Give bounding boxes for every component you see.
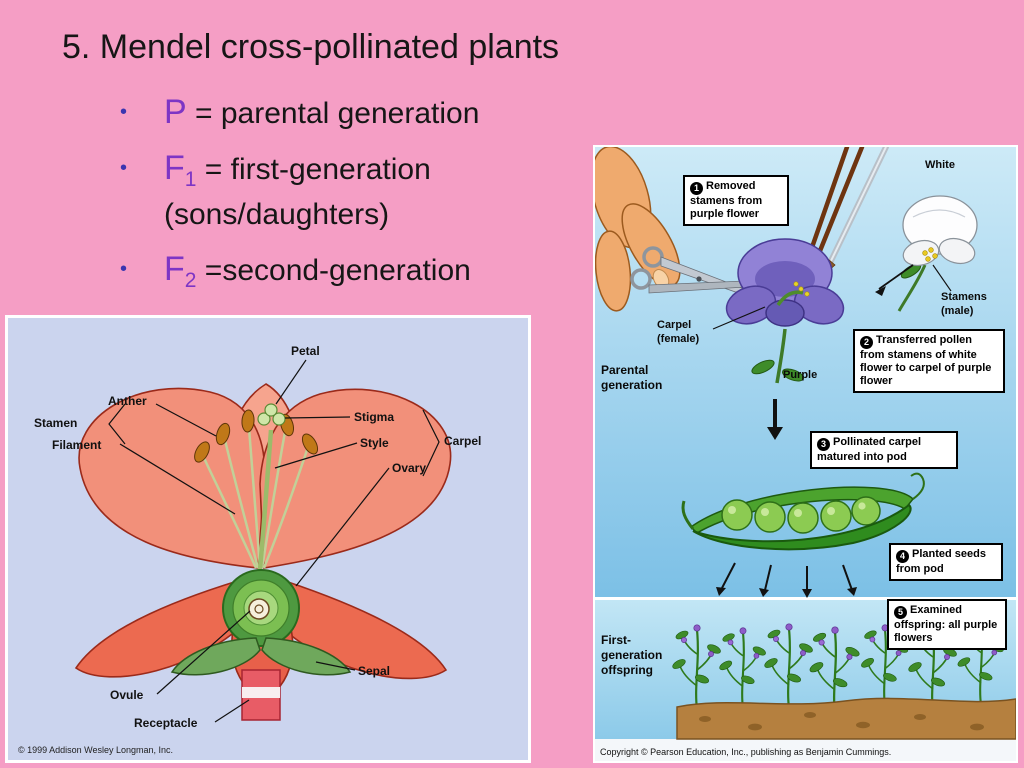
label-ovule: Ovule: [110, 688, 144, 702]
step-number-badge: 5: [894, 605, 907, 619]
soil-art: [676, 697, 1016, 740]
label-first-generation-offspring: First-generation offspring: [601, 633, 663, 677]
label-purple: Purple: [783, 369, 818, 381]
label-lines: [712, 264, 952, 330]
generation-subscript: 1: [184, 168, 197, 191]
receptacle-art: [241, 669, 281, 721]
bullet-text: F1 = first-generation (sons/daughters): [164, 146, 574, 237]
bullet-definition: = parental generation: [186, 97, 480, 130]
ovary-art: [222, 569, 300, 647]
step-text: Planted seeds from pod: [896, 548, 986, 575]
section-divider: [595, 597, 1016, 600]
bullet-definition: = first-generation (sons/daughters): [164, 153, 431, 231]
step-number-badge: 4: [896, 549, 909, 563]
pea-pod-art: [681, 472, 925, 551]
flower-illustration: [74, 359, 452, 723]
sepals-art: [170, 637, 352, 676]
label-stamen: Stamen: [34, 416, 78, 430]
mendel-copyright: Copyright © Pearson Education, Inc., pub…: [600, 747, 892, 757]
scissors-art: [630, 246, 748, 297]
mendel-illustration: [595, 147, 1016, 761]
label-stigma: Stigma: [354, 410, 395, 424]
bullet-dot: •: [120, 157, 128, 179]
bullet-text: F2 =second-generation: [164, 247, 574, 293]
step-text: Transferred pollen from stamens of white…: [860, 334, 992, 387]
down-arrow: [767, 399, 783, 440]
generation-symbol: P: [164, 93, 187, 131]
step-text: Removed stamens from purple flower: [690, 180, 763, 220]
label-stamens-male: Stamens (male): [941, 291, 987, 317]
label-style: Style: [360, 436, 389, 450]
bullet-item-f2: • F2 =second-generation: [116, 247, 574, 293]
bullet-dot: •: [120, 258, 128, 280]
label-carpel: Carpel: [444, 434, 482, 448]
label-receptacle: Receptacle: [134, 716, 198, 730]
white-flower-art: [897, 195, 978, 312]
page-title: 5. Mendel cross-pollinated plants: [62, 28, 560, 66]
step-number-badge: 1: [690, 181, 703, 195]
label-anther: Anther: [108, 394, 147, 408]
label-sepal: Sepal: [358, 664, 391, 678]
step-number-badge: 2: [860, 335, 873, 349]
carpel-art: [257, 403, 286, 571]
flower-copyright: © 1999 Addison Wesley Longman, Inc.: [18, 745, 174, 755]
copyright-strip: [595, 739, 1016, 761]
bullet-item-p: • P = parental generation: [116, 90, 574, 136]
label-filament: Filament: [52, 438, 102, 452]
bullet-list: • P = parental generation • F1 = first-g…: [116, 90, 574, 303]
flower-anatomy-figure: Petal Anther Stamen Filament Stigma Styl…: [5, 315, 531, 763]
stamens-art: [194, 409, 319, 569]
label-carpel-female: Carpel (female): [657, 319, 700, 345]
generation-symbol: F: [164, 250, 185, 288]
label-petal: Petal: [291, 344, 320, 358]
step-text: Pollinated carpel matured into pod: [817, 436, 922, 463]
bullet-item-f1: • F1 = first-generation (sons/daughters): [116, 146, 574, 237]
bullet-dot: •: [120, 101, 128, 123]
label-parental-generation: Parental generation: [601, 363, 663, 392]
step-number-badge: 3: [817, 437, 830, 451]
label-ovary: Ovary: [392, 461, 427, 475]
bullet-text: P = parental generation: [164, 90, 574, 136]
transfer-arrow: [875, 264, 914, 296]
label-white: White: [925, 159, 955, 171]
purple-flower-art: [725, 238, 845, 384]
generation-subscript: 2: [184, 269, 197, 292]
step-text: Examined offspring: all purple flowers: [894, 604, 998, 644]
ovule-art: [248, 598, 270, 620]
bullet-definition: =second-generation: [196, 254, 471, 287]
generation-symbol: F: [164, 149, 185, 187]
seed-arrows: [716, 562, 857, 598]
pointer-lines: [108, 359, 440, 723]
